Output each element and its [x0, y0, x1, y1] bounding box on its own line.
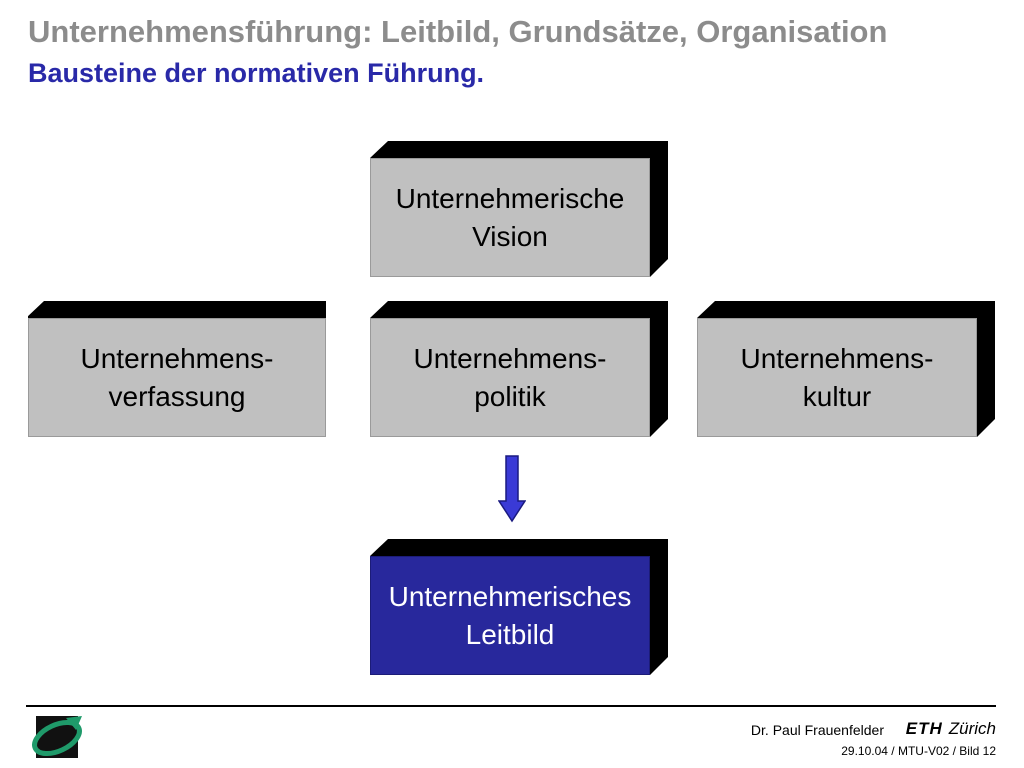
- slide-info: 29.10.04 / MTU-V02 / Bild 12: [841, 744, 996, 758]
- block-label-line2: kultur: [802, 380, 872, 412]
- block-label-line2: verfassung: [108, 380, 246, 412]
- footer-divider: [26, 705, 996, 707]
- block-label-line1: Unternehmens-: [413, 342, 607, 374]
- eth-zurich-logo: ETH Zürich: [906, 719, 996, 739]
- block-label-line1: Unternehmerisches: [388, 580, 632, 612]
- block-3d-shadow: [28, 301, 326, 437]
- block-3d-shadow: [370, 301, 668, 437]
- down-arrow-icon: [498, 455, 526, 523]
- block-label-line2: Vision: [472, 220, 548, 252]
- block-label-line1: Unternehmerische: [395, 182, 625, 214]
- institute-logo-icon: [32, 716, 82, 758]
- block-face: Unternehmerische Vision: [370, 158, 650, 277]
- author-name: Dr. Paul Frauenfelder: [750, 722, 884, 738]
- block-face: Unternehmens- verfassung: [28, 318, 326, 437]
- block-label-line2: politik: [474, 380, 546, 412]
- block-label-line1: Unternehmens-: [740, 342, 934, 374]
- page-subtitle: Bausteine der normativen Führung.: [28, 58, 485, 88]
- block-politik: Unternehmens- politik: [370, 301, 668, 437]
- block-3d-shadow: [370, 539, 668, 675]
- block-face: Unternehmens- kultur: [697, 318, 977, 437]
- block-face: Unternehmerisches Leitbild: [370, 556, 650, 675]
- block-vision: Unternehmerische Vision: [370, 141, 668, 277]
- block-label-line2: Leitbild: [465, 618, 555, 650]
- block-3d-shadow: [697, 301, 995, 437]
- eth-city: Zürich: [948, 719, 996, 738]
- eth-mark: ETH: [905, 719, 943, 738]
- page-title: Unternehmensführung: Leitbild, Grundsätz…: [28, 14, 888, 49]
- block-verfassung: Unternehmens- verfassung: [28, 301, 326, 437]
- block-3d-shadow: [370, 141, 668, 277]
- block-face: Unternehmens- politik: [370, 318, 650, 437]
- block-kultur: Unternehmens- kultur: [697, 301, 995, 437]
- block-leitbild: Unternehmerisches Leitbild: [370, 539, 668, 675]
- block-label-line1: Unternehmens-: [80, 342, 274, 374]
